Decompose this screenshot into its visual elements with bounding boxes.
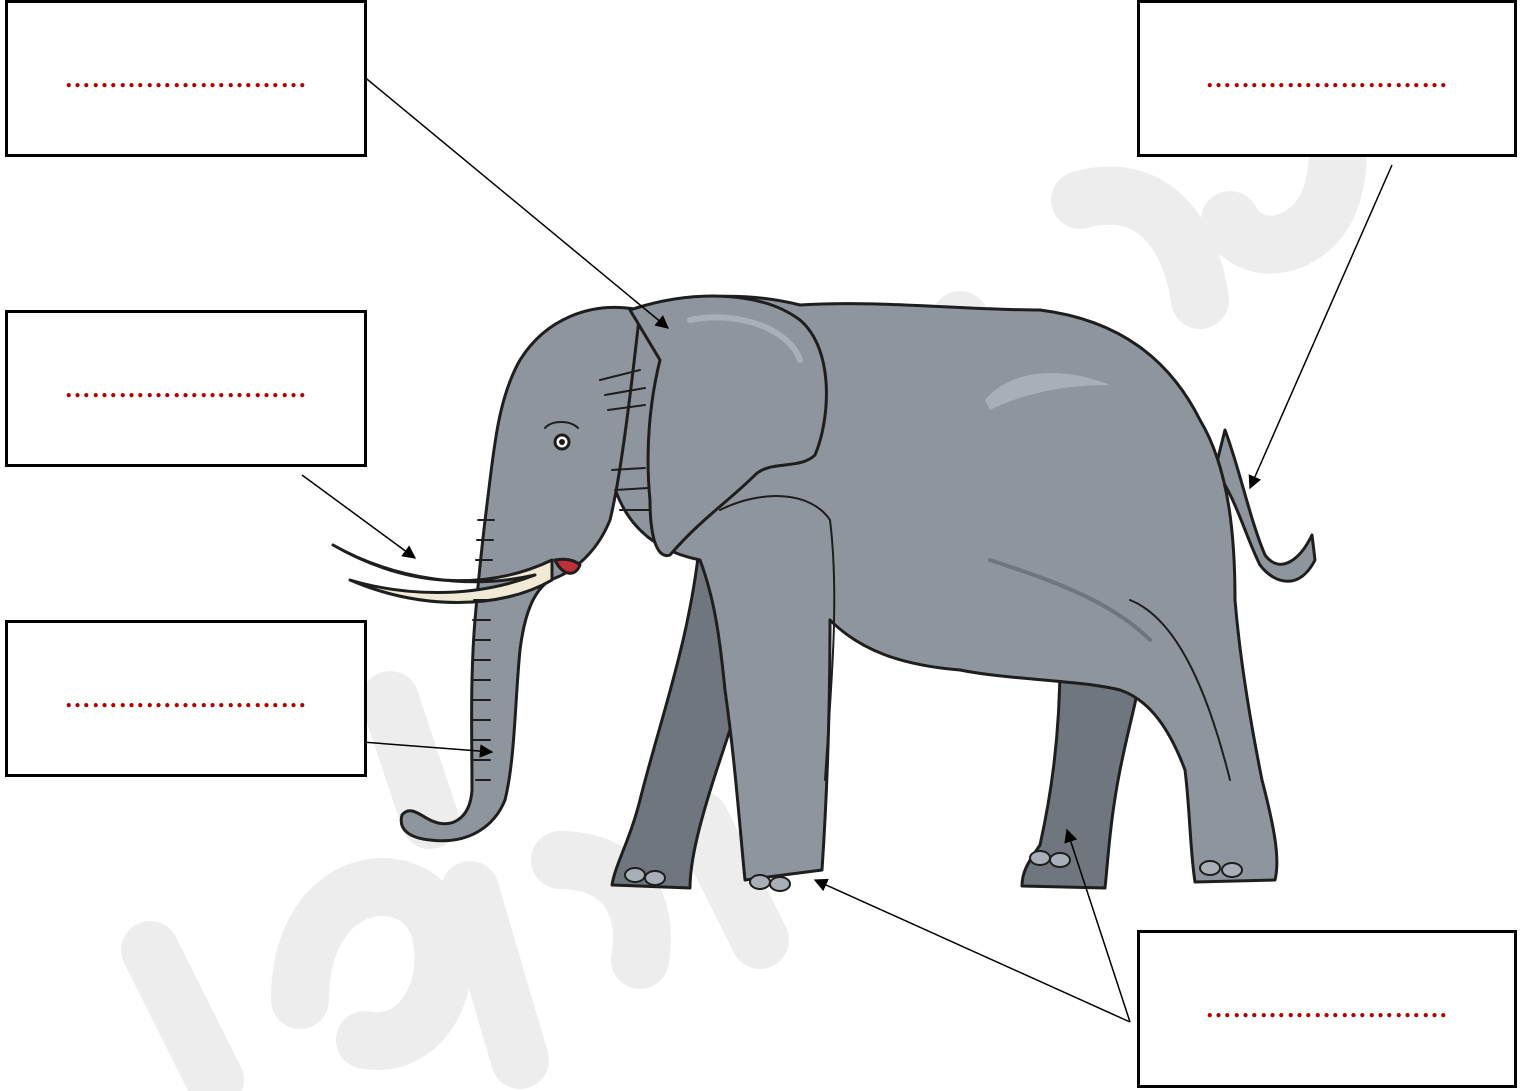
leader-arrows	[301, 74, 1393, 1023]
arrow-front-foot	[813, 878, 1131, 1023]
answer-blank[interactable]: ………………………	[1205, 994, 1449, 1023]
far-back-leg	[1020, 658, 1142, 890]
arrow-ear	[361, 74, 670, 329]
arrow-back-leg	[1064, 828, 1131, 1023]
label-box-tusk[interactable]: ………………………	[5, 310, 367, 467]
trunk-wrinkles	[472, 519, 495, 781]
answer-blank[interactable]: ………………………	[64, 63, 308, 93]
elephant-illustration	[331, 294, 1317, 892]
label-box-ear[interactable]: ………………………	[5, 0, 367, 157]
label-box-trunk[interactable]: ………………………	[5, 620, 367, 777]
toenails	[624, 850, 1243, 892]
label-box-tail[interactable]: ………………………	[1137, 0, 1517, 157]
arrow-trunk	[361, 741, 494, 758]
elephant-mouth	[553, 557, 582, 575]
arrow-tail	[1248, 164, 1393, 490]
elephant-ear	[628, 294, 828, 557]
arrow-tusk	[301, 474, 417, 559]
answer-blank[interactable]: ………………………	[64, 373, 308, 403]
tail	[1213, 428, 1317, 583]
elephant-tusk	[331, 543, 554, 604]
answer-blank[interactable]: ………………………	[64, 683, 308, 713]
answer-blank[interactable]: ………………………	[1205, 63, 1449, 93]
label-box-legs[interactable]: ………………………	[1137, 930, 1517, 1088]
